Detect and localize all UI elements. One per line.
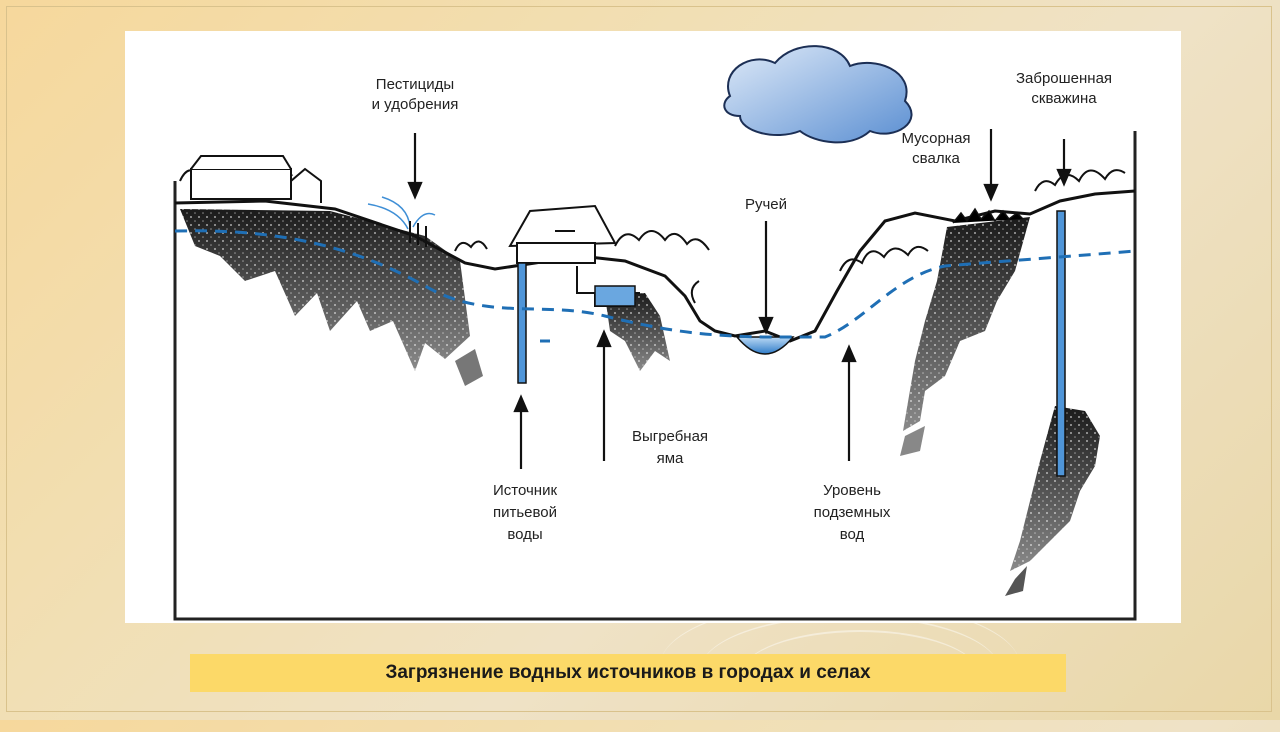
- label-groundwater-line2: подземных: [814, 504, 891, 521]
- diagram-labels: Пестициды и удобрения Ручей Мусорная сва…: [372, 70, 1112, 543]
- pollution-plume-cesspool: [605, 293, 670, 371]
- diagram-panel: Пестициды и удобрения Ручей Мусорная сва…: [125, 31, 1181, 623]
- water-pollution-diagram: Пестициды и удобрения Ручей Мусорная сва…: [173, 45, 1137, 621]
- label-landfill-line2: свалка: [912, 150, 960, 167]
- landfill-debris: [952, 207, 1024, 224]
- pollution-plume-farm: [180, 209, 483, 386]
- pollution-plume-landfill: [900, 217, 1030, 456]
- caption-text: Загрязнение водных источников в городах …: [385, 662, 871, 683]
- groundwater-table: [174, 229, 1136, 339]
- label-groundwater-line3: вод: [840, 526, 865, 543]
- label-abandoned-well-line2: скважина: [1031, 90, 1097, 107]
- cross-section-frame: [173, 131, 1137, 621]
- label-stream: Ручей: [745, 196, 787, 213]
- caption-bar: Загрязнение водных источников в городах …: [190, 654, 1066, 692]
- label-pesticides-line2: и удобрения: [372, 96, 459, 113]
- label-cesspool-line2: яма: [657, 450, 684, 467]
- label-drinking-water-line3: воды: [507, 526, 542, 543]
- pollution-plume-abandoned-well: [1005, 406, 1100, 596]
- label-groundwater-line1: Уровень: [823, 482, 881, 499]
- label-drinking-water-line1: Источник: [493, 482, 557, 499]
- stream-water: [735, 336, 795, 355]
- label-cesspool-line1: Выгребная: [632, 428, 708, 445]
- decorative-swirl: [740, 630, 980, 722]
- drinking-water-well: [517, 262, 527, 384]
- house: [508, 204, 617, 264]
- label-abandoned-well-line1: Заброшенная: [1016, 70, 1112, 87]
- label-landfill-line1: Мусорная: [901, 130, 970, 147]
- label-drinking-water-line2: питьевой: [493, 504, 557, 521]
- ground-surface: [174, 189, 1136, 343]
- cloud: [723, 45, 913, 144]
- cesspool: [576, 266, 640, 307]
- abandoned-well: [1056, 210, 1066, 477]
- slide-frame: [6, 6, 1272, 712]
- label-pesticides-line1: Пестициды: [376, 76, 454, 93]
- farm-buildings: [190, 155, 322, 203]
- pointer-arrows: [407, 129, 1072, 469]
- field-fence: [409, 221, 427, 247]
